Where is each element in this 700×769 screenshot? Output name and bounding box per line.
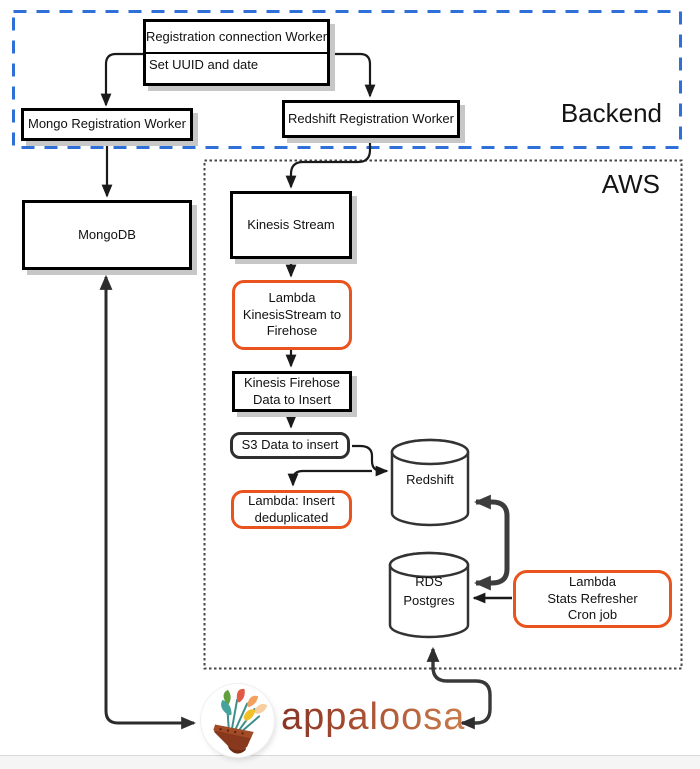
node-lambda-insert-deduplicated: Lambda: Insert deduplicated — [231, 490, 352, 529]
connector-mongodb-appaloosa — [99, 274, 197, 730]
node-mongo-registration-worker: Mongo Registration Worker — [21, 108, 193, 141]
node-body-text: Set UUID and date — [149, 57, 259, 72]
node-mongodb: MongoDB — [22, 200, 192, 270]
connector-s3-to-lambda-dedup — [287, 469, 372, 487]
connector-rds-redshift-bracket — [473, 494, 510, 591]
node-kinesis-stream: Kinesis Stream — [230, 191, 352, 259]
node-lambda-stats-refresher: Lambda Stats Refresher Cron job — [513, 570, 672, 628]
node-kinesis-firehose-data-to-insert: Kinesis Firehose Data to Insert — [232, 371, 352, 412]
node-lambda-kinesisstream-to-firehose: Lambda KinesisStream to Firehose — [232, 280, 352, 350]
rds-postgres-label: RDS Postgres — [403, 574, 455, 608]
connector-regworker-to-mongoworker — [100, 52, 143, 107]
redshift-db-label: Redshift — [406, 472, 454, 487]
backend-region-label: Backend — [560, 98, 662, 128]
node-redshift-registration-worker: Redshift Registration Worker — [282, 100, 460, 138]
aws-region-label: AWS — [601, 169, 660, 199]
connector-s3-to-redshift — [352, 444, 389, 477]
redshift-cylinder-top — [390, 438, 470, 466]
node-s3-data-to-insert: S3 Data to insert — [230, 432, 350, 459]
node-registration-connection-worker: Registration connection Worker Set UUID … — [143, 19, 330, 86]
connector-redshiftworker-to-kinesis — [285, 138, 372, 189]
connector-regworker-to-redshiftworker — [330, 52, 376, 98]
appaloosa-logo — [201, 684, 274, 757]
appaloosa-wordmark: appaloosa — [281, 696, 466, 738]
quiver-of-arrows-icon — [212, 688, 267, 754]
node-title: Registration connection Worker — [146, 22, 327, 54]
bottom-window-strip — [0, 755, 700, 769]
